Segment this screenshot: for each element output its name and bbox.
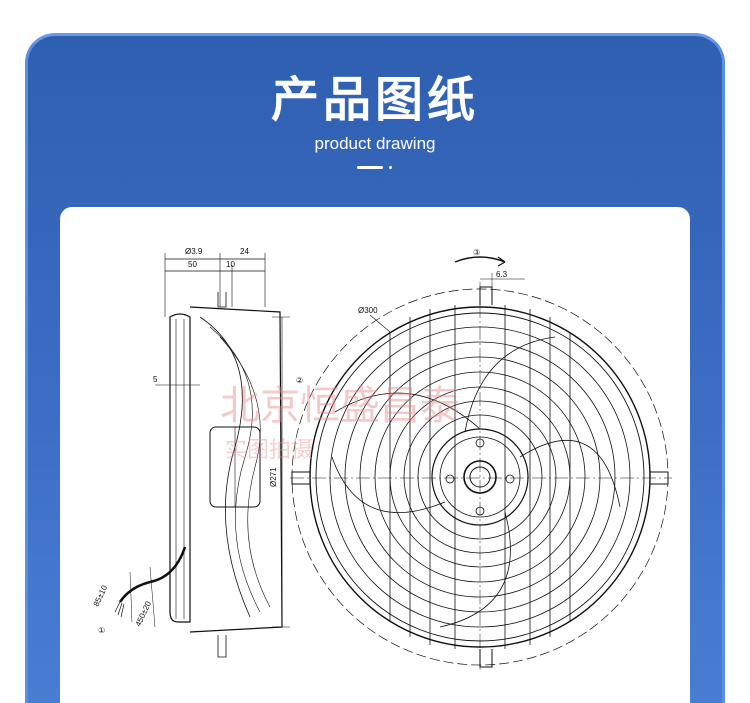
dim-offset: 6.3: [496, 270, 508, 279]
callout-1: ①: [98, 626, 105, 635]
page-subtitle: product drawing: [314, 134, 436, 153]
title-underline-dot: [389, 166, 392, 169]
front-view: [290, 256, 672, 672]
dim-top-right: 24: [240, 247, 249, 256]
dim-side: 5: [153, 375, 158, 384]
cable-label-2: 450±20: [134, 599, 154, 627]
dim-diameter: Ø271: [269, 467, 278, 487]
dim-guard: Ø300: [358, 306, 378, 315]
dim-right: 10: [226, 260, 235, 269]
page-title: 产品图纸: [270, 72, 479, 128]
watermark-main: 北京恒盛昌泰: [220, 383, 460, 429]
title-underline: [357, 166, 383, 169]
watermark-sub: 实图拍摄: [225, 438, 313, 463]
cable-label-1: 85±10: [92, 583, 110, 607]
callout-3: ③: [473, 248, 480, 257]
dim-hole: Ø3.9: [185, 247, 203, 256]
callout-2: ②: [296, 376, 303, 385]
product-drawing: Ø3.9 24 50 10 5 Ø271 ② 85±10 450±20 ①: [92, 247, 672, 672]
dim-left: 50: [188, 260, 197, 269]
side-view: [114, 253, 290, 658]
